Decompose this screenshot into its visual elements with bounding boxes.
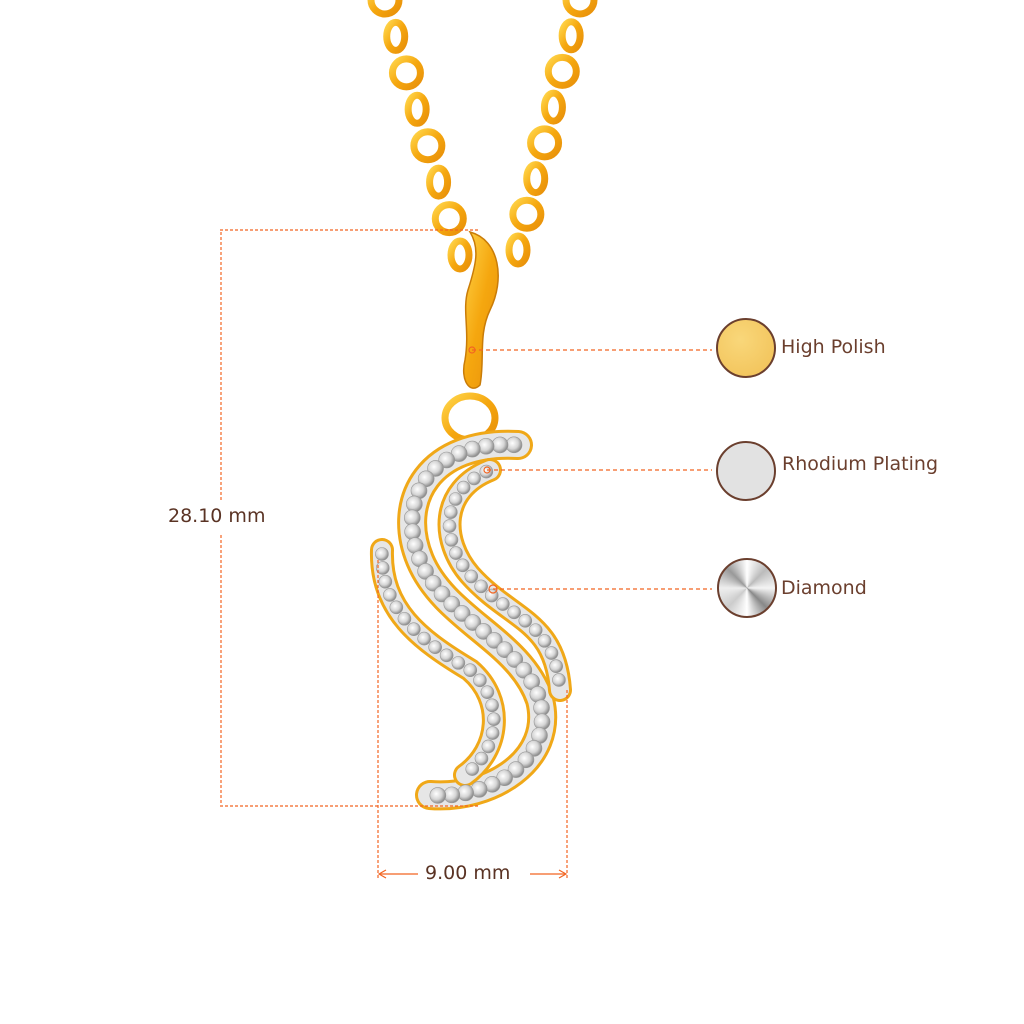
diamond-swatch-icon xyxy=(717,558,777,618)
diamond-stone xyxy=(378,574,393,589)
pendant-bail xyxy=(463,230,499,389)
diamond-stone xyxy=(507,605,521,620)
height-dimension-label: 28.10 mm xyxy=(168,505,266,527)
diamond-stone xyxy=(496,641,514,658)
leader-dot xyxy=(483,466,491,474)
diamond-stone xyxy=(506,651,524,668)
arrow-left-icon xyxy=(377,869,387,879)
chain-link xyxy=(527,125,563,161)
diamond-stone xyxy=(525,740,543,757)
diamond-stone xyxy=(442,519,457,533)
diamond-stone xyxy=(397,611,412,626)
diamond-stone xyxy=(427,460,444,477)
diamond-stone xyxy=(438,451,456,469)
diamond-stone xyxy=(449,546,463,560)
chain-link xyxy=(544,53,580,89)
diamond-stone xyxy=(439,648,454,663)
material-label-rhodium-plating: Rhodium Plating xyxy=(782,453,939,475)
chain-link xyxy=(558,18,584,54)
diamond-stone xyxy=(444,505,458,519)
diamond-stone xyxy=(552,673,566,687)
diamond-stone xyxy=(457,784,474,802)
diamond-stone xyxy=(549,659,563,674)
diamond-stone xyxy=(480,685,495,699)
diamond-stone xyxy=(474,579,488,594)
chain-link xyxy=(388,55,424,91)
diamond-stone xyxy=(456,480,471,495)
chain-link xyxy=(383,18,409,54)
diamond-stone xyxy=(375,561,390,575)
diamond-stone xyxy=(544,646,559,660)
diamond-stone xyxy=(485,698,499,713)
diamond-stone xyxy=(455,558,470,573)
diamond-stone xyxy=(505,436,523,454)
diamond-stone xyxy=(507,761,525,778)
diamond-stone xyxy=(407,622,421,636)
diamond-stone xyxy=(453,605,471,622)
diamond-stone xyxy=(428,640,442,655)
material-label-diamond: Diamond xyxy=(781,577,867,599)
diamond-stone xyxy=(424,574,442,592)
diamond-stone xyxy=(448,492,463,506)
diamond-stone xyxy=(473,673,487,688)
diamond-stone xyxy=(487,712,501,726)
diamond-stone xyxy=(406,495,423,513)
diamond-stone xyxy=(537,634,552,648)
diamond-stone xyxy=(464,614,482,631)
chain-link xyxy=(447,237,473,273)
diamond-stone xyxy=(486,632,503,649)
diamond-stone xyxy=(515,661,533,679)
diamond-stone xyxy=(443,595,461,613)
diamond-stone xyxy=(474,751,489,766)
diamond-stone xyxy=(433,585,451,603)
chain-link xyxy=(523,161,549,197)
chain-link xyxy=(509,196,545,232)
diamond-stone xyxy=(491,436,509,454)
chain xyxy=(367,0,598,273)
diamond-stone xyxy=(389,600,404,615)
diamond-stone xyxy=(463,663,478,678)
leader-dot xyxy=(468,346,476,354)
diamond-stone xyxy=(467,471,481,486)
diamond-stone xyxy=(464,569,479,584)
leader-dot xyxy=(488,584,498,594)
diamond-stone xyxy=(417,563,434,580)
chain-link xyxy=(562,0,598,18)
diamond-stone xyxy=(375,547,389,561)
gold-swatch-icon xyxy=(716,318,776,378)
diamond-stone xyxy=(451,656,466,670)
dimension-lines xyxy=(220,229,712,879)
diamond-stone xyxy=(383,588,397,602)
rhodium-swatch-icon xyxy=(716,441,776,501)
arrow-right-icon xyxy=(558,869,568,879)
chain-link xyxy=(367,0,403,18)
diamond-stone xyxy=(444,533,459,547)
material-label-high-polish: High Polish xyxy=(781,336,886,358)
diamond-stone xyxy=(404,523,421,541)
width-dimension-label: 9.00 mm xyxy=(425,862,511,884)
chain-link xyxy=(540,89,566,125)
diamond-stone xyxy=(465,762,480,776)
diamond-stone xyxy=(481,739,496,754)
diamond-stone xyxy=(475,623,492,640)
diamond-stone xyxy=(533,713,551,731)
chain-link xyxy=(431,201,467,237)
chain-link xyxy=(505,232,531,268)
diamond-stone xyxy=(477,437,495,455)
diamond-pave xyxy=(375,436,566,804)
diamond-stone xyxy=(403,509,421,527)
chain-link xyxy=(426,164,452,200)
diamond-stone xyxy=(496,597,510,611)
diamond-stone xyxy=(533,699,550,717)
chain-link xyxy=(404,91,430,127)
diamond-stone xyxy=(429,787,447,804)
chain-link xyxy=(410,128,446,164)
diamond-stone xyxy=(518,613,533,628)
diamond-stone xyxy=(443,786,461,804)
diamond-stone xyxy=(485,726,500,740)
diamond-stone xyxy=(528,623,543,637)
diamond-stone xyxy=(517,751,535,769)
diamond-stone xyxy=(417,631,431,646)
